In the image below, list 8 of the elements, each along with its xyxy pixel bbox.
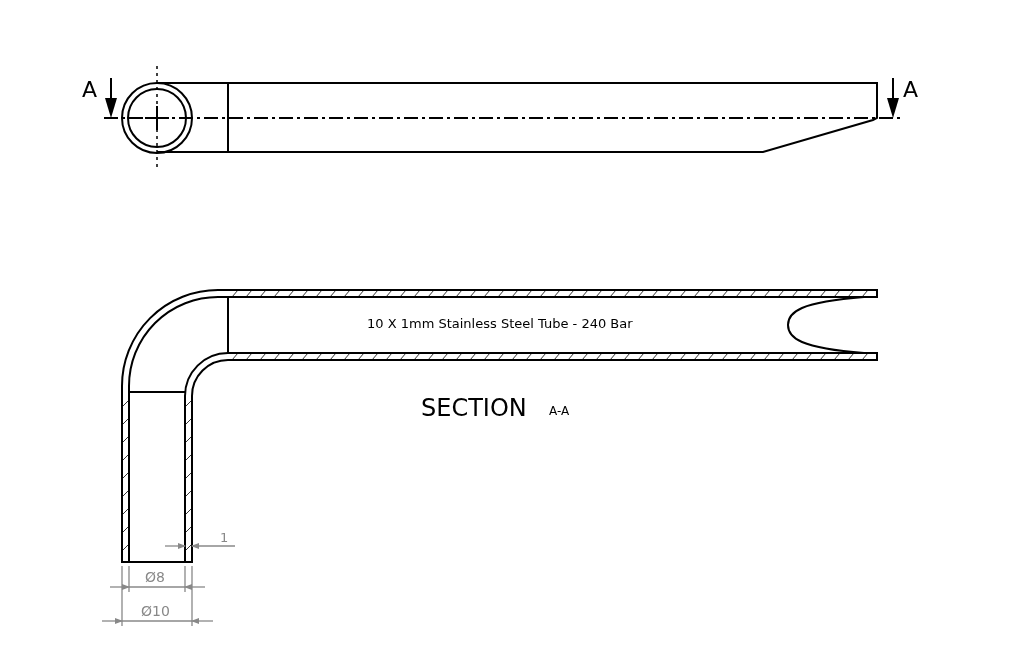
dimension-label: Ø10 xyxy=(141,604,170,618)
view-title: SECTION xyxy=(421,396,527,420)
section-letter: A xyxy=(903,79,919,101)
dimension-label: 1 xyxy=(220,531,229,544)
section-letter: A xyxy=(82,79,98,101)
note-text: 10 X 1mm Stainless Steel Tube - 240 Bar xyxy=(367,317,633,330)
dimension-label: Ø8 xyxy=(145,570,165,584)
view-title-suffix: A-A xyxy=(549,405,570,417)
